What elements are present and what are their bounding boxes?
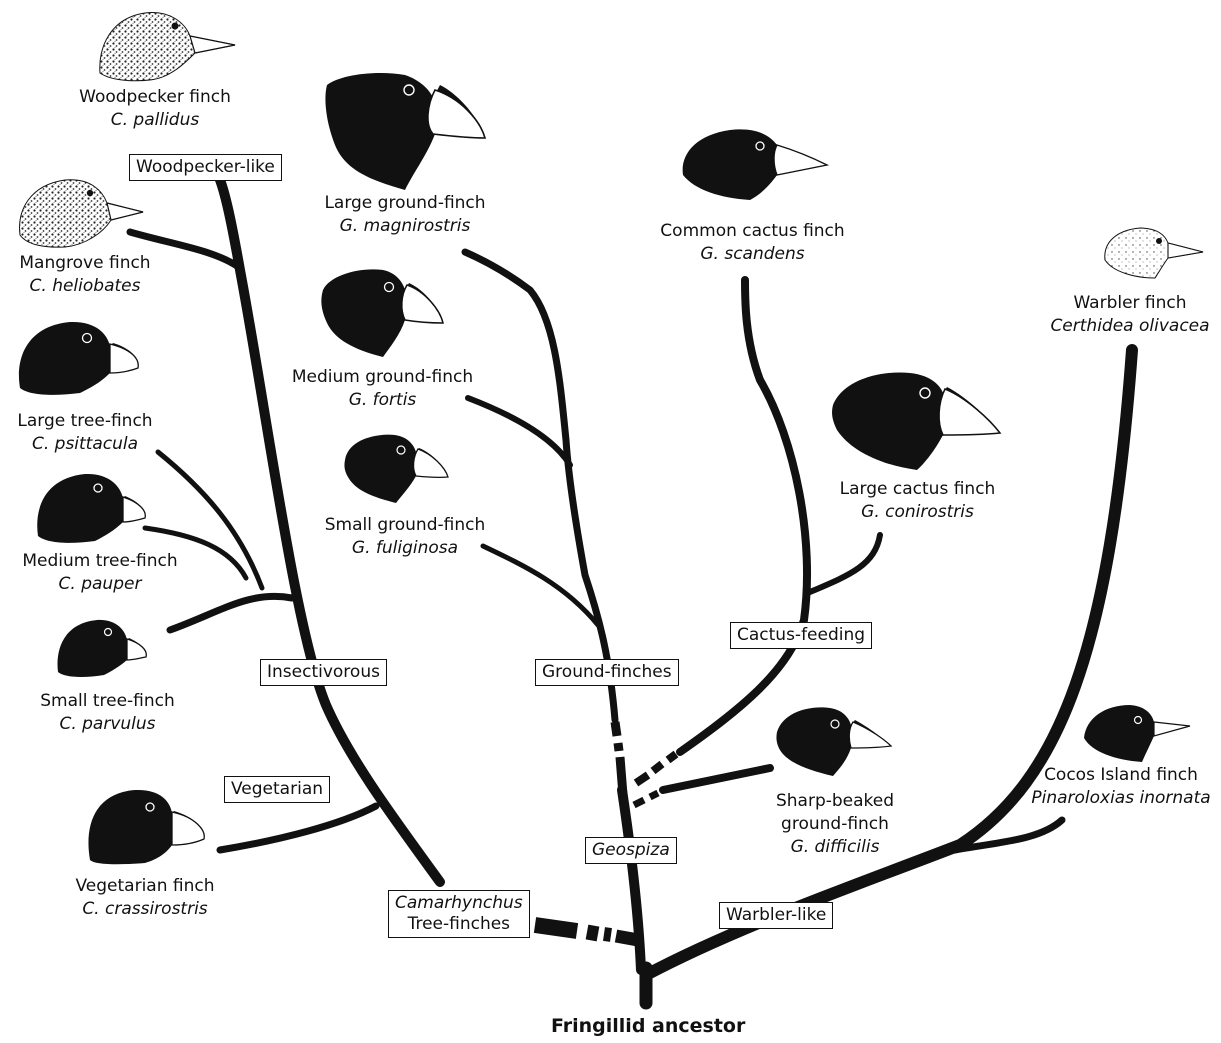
group-box-woodpecker-like: Woodpecker-like <box>129 154 282 181</box>
root-label: Fringillid ancestor <box>551 1015 745 1037</box>
species-label-medium-tree: Medium tree-finch C. pauper <box>0 550 200 596</box>
species-common-name: Vegetarian finch <box>45 875 245 898</box>
small-tree-finch-head-icon <box>57 620 146 677</box>
species-label-vegetarian: Vegetarian finch C. crassirostris <box>45 875 245 921</box>
species-common-name: Mangrove finch <box>0 252 170 275</box>
branch-sharp-beaked-dashes <box>634 793 658 805</box>
common-cactus-finch-head-icon <box>683 129 827 200</box>
warbler-finch-head-icon <box>1105 228 1203 278</box>
species-common-name: Small tree-finch <box>15 690 200 713</box>
species-label-cocos: Cocos Island finch Pinaroloxias inornata <box>1023 764 1219 810</box>
species-common-name: Common cactus finch <box>635 220 870 243</box>
group-box-warbler-like: Warbler-like <box>719 902 833 929</box>
branch-tree-finch-clade <box>170 596 292 630</box>
cocos-island-finch-head-icon <box>1084 705 1190 762</box>
species-common-name: Medium ground-finch <box>270 366 495 389</box>
branch-cactus-feeding <box>680 280 807 752</box>
branch-large-cactus <box>810 535 880 592</box>
group-label: Ground-finches <box>542 662 672 683</box>
large-cactus-finch-head-icon <box>832 372 1000 470</box>
medium-tree-finch-head-icon <box>37 474 145 543</box>
vegetarian-finch-head-icon <box>88 790 204 864</box>
species-common-name: Small ground-finch <box>300 514 510 537</box>
species-label-sharp-beaked: Sharp-beaked ground-finch G. difficilis <box>755 790 915 859</box>
species-common-name: Large cactus finch <box>815 478 1020 501</box>
species-label-common-cactus: Common cactus finch G. scandens <box>635 220 870 266</box>
group-box-ground-finches: Ground-finches <box>535 659 679 686</box>
species-common-name: Cocos Island finch <box>1023 764 1219 787</box>
species-latin-name: Certhidea olivacea <box>1040 315 1220 338</box>
species-latin-name: C. pauper <box>0 573 200 596</box>
group-label: Geospiza <box>592 840 670 861</box>
species-common-name-line1: Sharp-beaked <box>755 790 915 813</box>
species-label-warbler: Warbler finch Certhidea olivacea <box>1040 292 1220 338</box>
species-latin-name: Pinaroloxias inornata <box>1023 787 1219 810</box>
group-label: Vegetarian <box>231 779 323 800</box>
group-genus-label: Camarhynchus <box>395 893 523 914</box>
species-common-name: Large tree-finch <box>0 410 170 433</box>
species-label-medium-ground: Medium ground-finch G. fortis <box>270 366 495 412</box>
medium-ground-finch-head-icon <box>321 269 443 357</box>
species-label-woodpecker: Woodpecker finch C. pallidus <box>50 86 260 132</box>
species-latin-name: C. pallidus <box>50 109 260 132</box>
group-label: Insectivorous <box>267 662 380 683</box>
mangrove-finch-head-icon <box>20 180 143 247</box>
group-box-geospiza: Geospiza <box>585 837 677 864</box>
species-latin-name: G. magnirostris <box>300 215 510 238</box>
species-latin-name: G. difficilis <box>755 836 915 859</box>
group-box-camarhynchus: Camarhynchus Tree-finches <box>388 890 530 938</box>
small-ground-finch-head-icon <box>344 435 448 503</box>
large-ground-finch-head-icon <box>325 73 485 190</box>
species-common-name: Large ground-finch <box>300 192 510 215</box>
sharp-beaked-finch-head-icon <box>776 707 891 776</box>
species-common-name: Woodpecker finch <box>50 86 260 109</box>
species-label-small-ground: Small ground-finch G. fuliginosa <box>300 514 510 560</box>
species-label-large-tree: Large tree-finch C. psittacula <box>0 410 170 456</box>
branch-tree-finch-link <box>535 925 638 940</box>
group-label: Warbler-like <box>726 905 826 926</box>
species-label-small-tree: Small tree-finch C. parvulus <box>15 690 200 736</box>
tree-branches <box>130 175 1132 1003</box>
group-box-cactus-feeding: Cactus-feeding <box>730 622 872 649</box>
woodpecker-finch-head-icon <box>100 13 235 81</box>
branch-ground-finch-dashes <box>615 722 623 795</box>
species-latin-name: C. psittacula <box>0 433 170 456</box>
group-label: Woodpecker-like <box>136 157 275 178</box>
species-label-large-cactus: Large cactus finch G. conirostris <box>815 478 1020 524</box>
species-latin-name: C. parvulus <box>15 713 200 736</box>
large-tree-finch-head-icon <box>19 322 138 395</box>
group-box-insectivorous: Insectivorous <box>260 659 387 686</box>
species-latin-name: C. crassirostris <box>45 898 245 921</box>
species-latin-name: G. fuliginosa <box>300 537 510 560</box>
species-latin-name: G. fortis <box>270 389 495 412</box>
group-box-vegetarian: Vegetarian <box>224 776 330 803</box>
species-latin-name: G. scandens <box>635 243 870 266</box>
species-latin-name: G. conirostris <box>815 501 1020 524</box>
branch-ground-finch-trunk <box>465 252 615 720</box>
species-common-name: Warbler finch <box>1040 292 1220 315</box>
species-label-large-ground: Large ground-finch G. magnirostris <box>300 192 510 238</box>
group-common-label: Tree-finches <box>395 914 523 935</box>
species-label-mangrove: Mangrove finch C. heliobates <box>0 252 170 298</box>
species-common-name: Medium tree-finch <box>0 550 200 573</box>
group-label: Cactus-feeding <box>737 625 865 646</box>
branch-sharp-beaked <box>663 768 770 790</box>
species-common-name-line2: ground-finch <box>755 813 915 836</box>
branch-cactus-dashes <box>636 754 676 783</box>
species-latin-name: C. heliobates <box>0 275 170 298</box>
branch-vegetarian <box>220 806 376 850</box>
